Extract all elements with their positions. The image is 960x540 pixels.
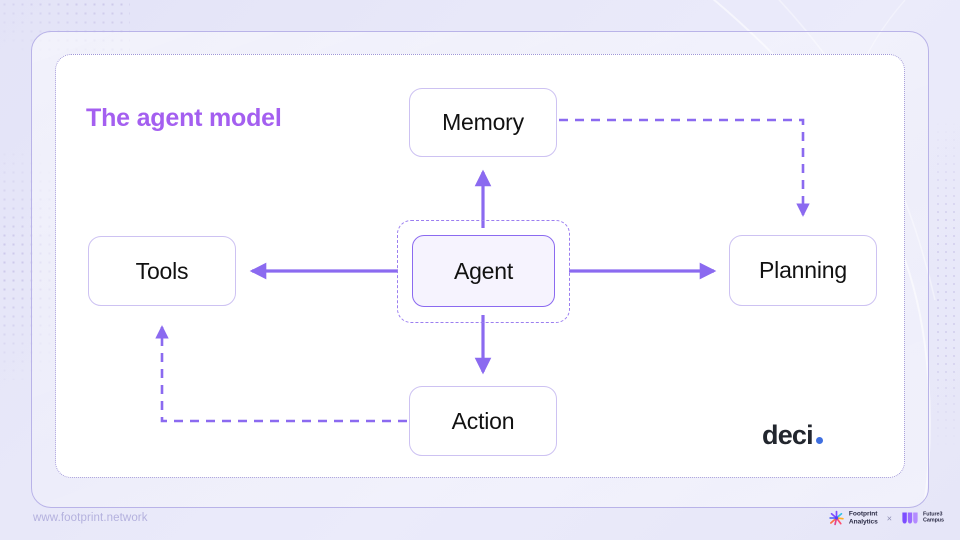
deci-logo: deci bbox=[762, 420, 823, 451]
node-planning-label: Planning bbox=[759, 257, 847, 283]
footprint-analytics-logo: Footprint Analytics bbox=[828, 510, 878, 527]
deci-logo-text: deci bbox=[762, 420, 814, 450]
future3-campus-logo: Future3 Campus bbox=[901, 511, 944, 526]
node-tools-label: Tools bbox=[135, 257, 189, 284]
agent-group-container bbox=[397, 220, 570, 323]
dot-texture-right bbox=[934, 120, 960, 450]
node-tools[interactable]: Tools bbox=[88, 236, 236, 306]
node-agent-label: Agent bbox=[453, 257, 514, 284]
footprint-line2: Analytics bbox=[848, 518, 878, 525]
footprint-burst-icon bbox=[829, 510, 844, 526]
future3-campus-wordmark: Future3 Campus bbox=[923, 511, 944, 524]
future3-wave-icon bbox=[902, 512, 918, 524]
footprint-line1: Footprint bbox=[848, 510, 878, 518]
node-action-label: Action bbox=[451, 407, 515, 434]
footer-partner-logos: Footprint Analytics × Future3 Campus bbox=[828, 510, 944, 527]
node-action[interactable]: Action bbox=[409, 386, 557, 456]
footer-url[interactable]: www.footprint.network bbox=[33, 512, 148, 524]
node-memory-label: Memory bbox=[442, 109, 524, 135]
partner-separator: × bbox=[886, 513, 893, 523]
future3-line1: Future3 bbox=[923, 511, 943, 518]
deci-dot-icon bbox=[815, 437, 823, 444]
node-agent[interactable]: Agent bbox=[412, 235, 555, 307]
node-planning[interactable]: Planning bbox=[729, 235, 877, 306]
future3-line2: Campus bbox=[923, 517, 944, 523]
page-title: The agent model bbox=[86, 104, 282, 132]
node-memory[interactable]: Memory bbox=[409, 88, 557, 157]
footprint-analytics-wordmark: Footprint Analytics bbox=[849, 511, 878, 525]
